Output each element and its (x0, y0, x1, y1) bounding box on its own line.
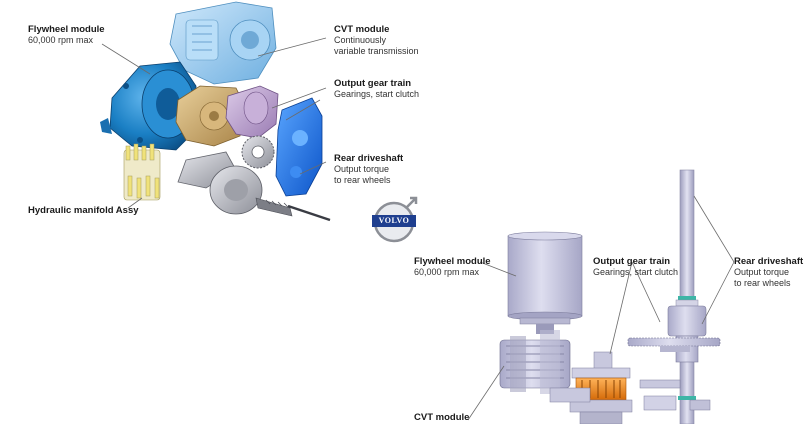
bottom-flywheel-module-subtitle: 60,000 rpm max (414, 267, 480, 277)
bottom-cvt-module-title: CVT module (414, 412, 470, 423)
top-rear-driveshaft-housing-part (275, 97, 323, 197)
top-cvt-module-subtitle-1: Continuously (334, 35, 387, 45)
top-cvt-module-title: CVT module (334, 24, 390, 35)
volvo-logo (372, 196, 418, 243)
top-rear-driveshaft-title: Rear driveshaft (334, 153, 404, 164)
top-cvt-module-part (169, 1, 277, 85)
bottom-output-gear-train-label: Output gear train Gearings, start clutch (593, 256, 678, 278)
bottom-rear-driveshaft-subtitle-2: to rear wheels (734, 278, 791, 288)
top-output-gear-train-title: Output gear train (334, 78, 412, 89)
top-output-gear-train-label: Output gear train Gearings, start clutch (334, 78, 419, 100)
bottom-rear-driveshaft-title: Rear driveshaft (734, 256, 804, 267)
top-cvt-module-label: CVT module Continuously variable transmi… (334, 24, 419, 57)
bottom-rear-driveshaft-label: Rear driveshaft Output torque to rear wh… (734, 256, 803, 289)
bottom-output-gear-train-subtitle: Gearings, start clutch (593, 267, 679, 277)
top-hydraulic-manifold-label: Hydraulic manifold Assy (28, 205, 139, 216)
bottom-output-gear-train-title: Output gear train (593, 256, 671, 267)
bottom-flywheel-cylinder (507, 231, 583, 334)
top-driveshaft-part (177, 151, 331, 222)
top-rear-driveshaft-label: Rear driveshaft Output torque to rear wh… (334, 153, 403, 186)
top-flywheel-module-label: Flywheel module 60,000 rpm max (28, 24, 105, 46)
bottom-gear-disk (627, 337, 721, 352)
top-flywheel-module-subtitle: 60,000 rpm max (28, 35, 94, 45)
top-output-gear-housing-part (225, 85, 279, 139)
bottom-flywheel-module-label: Flywheel module 60,000 rpm max (414, 256, 491, 278)
top-hydraulic-manifold-title: Hydraulic manifold Assy (28, 205, 139, 216)
top-flywheel-module-title: Flywheel module (28, 24, 105, 35)
bottom-cvt-module (499, 330, 591, 403)
top-rear-driveshaft-subtitle-2: to rear wheels (334, 175, 391, 185)
volvo-logo-text: VOLVO (378, 216, 410, 225)
bottom-lower-gears (639, 379, 711, 411)
top-hydraulic-manifold-part (123, 143, 161, 201)
bottom-cvt-module-label: CVT module (414, 412, 469, 423)
top-gear-wheel-part (241, 135, 275, 169)
bottom-rear-driveshaft-pole (667, 169, 707, 424)
top-cvt-module-subtitle-2: variable transmission (334, 46, 419, 56)
bottom-rear-driveshaft-subtitle-1: Output torque (734, 267, 790, 277)
top-output-gear-train-subtitle: Gearings, start clutch (334, 89, 420, 99)
bottom-flywheel-module-title: Flywheel module (414, 256, 491, 267)
top-rear-driveshaft-subtitle-1: Output torque (334, 164, 390, 174)
